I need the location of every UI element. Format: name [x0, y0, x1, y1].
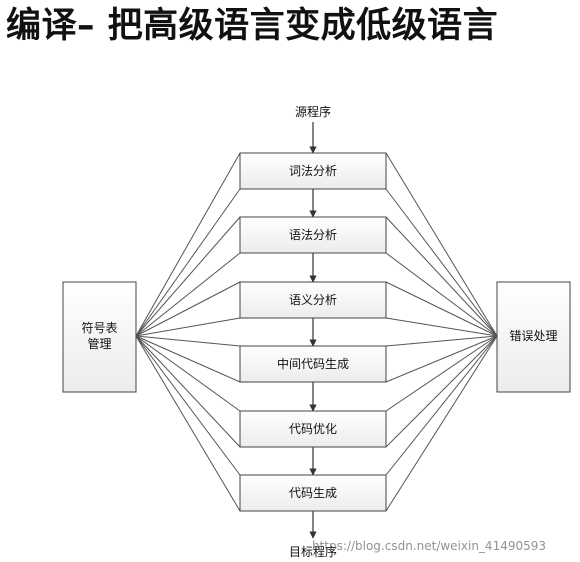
connector-line-left-4-0: [135, 335, 241, 412]
connector-line-right-0-0: [385, 152, 498, 337]
connector-line-left-2-1: [135, 317, 241, 337]
connector-line-left-2-0: [135, 281, 241, 337]
symbol-table-label-1: 管理: [87, 336, 111, 351]
connector-line-left-0-1: [135, 188, 241, 337]
connector-line-right-2-1: [385, 317, 498, 337]
target-program-label: 目标程序: [289, 544, 337, 559]
connector-line-right-2-0: [385, 281, 498, 337]
stage-box-1: [239, 216, 387, 254]
connector-line-right-5-1: [385, 335, 498, 512]
stage-box-2: [239, 281, 387, 319]
stage-label-3: 中间代码生成: [277, 356, 349, 371]
connector-line-right-0-1: [385, 188, 498, 337]
stage-box-3: [239, 345, 387, 383]
stage-label-4: 代码优化: [289, 422, 337, 436]
connector-line-right-4-1: [385, 335, 498, 448]
connector-line-right-3-1: [385, 335, 498, 383]
connector-line-left-1-1: [135, 252, 241, 337]
connector-lines: [135, 152, 498, 512]
connector-line-right-4-0: [385, 335, 498, 412]
slide-title: 编译– 把高级语言变成低级语言: [6, 6, 499, 46]
error-handling-label-0: 错误处理: [509, 329, 557, 343]
stage-label-0: 词法分析: [289, 164, 337, 178]
connector-line-right-3-0: [385, 335, 498, 347]
connector-line-right-5-0: [385, 335, 498, 476]
symbol-table-label-0: 符号表: [81, 320, 117, 335]
connector-line-left-1-0: [135, 216, 241, 337]
stage-label-1: 语法分析: [289, 228, 337, 242]
stage-box-4: [239, 410, 387, 448]
connector-line-left-5-0: [135, 335, 241, 476]
stage-label-5: 代码生成: [289, 486, 337, 500]
connector-line-left-4-1: [135, 335, 241, 448]
phase-boxes: [62, 152, 571, 512]
watermark-text: https://blog.csdn.net/weixin_41490593: [312, 539, 547, 553]
stage-box-0: [239, 152, 387, 190]
symbol-table-box: [62, 281, 137, 393]
error-handling-box: [496, 281, 571, 393]
connector-line-left-3-0: [135, 335, 241, 347]
stage-label-2: 语义分析: [289, 293, 337, 307]
connector-line-right-1-1: [385, 252, 498, 337]
connector-line-left-0-0: [135, 152, 241, 337]
source-program-label: 源程序: [295, 104, 331, 119]
connector-line-left-3-1: [135, 335, 241, 383]
connector-line-left-5-1: [135, 335, 241, 512]
connector-line-right-1-0: [385, 216, 498, 337]
stage-box-5: [239, 474, 387, 512]
